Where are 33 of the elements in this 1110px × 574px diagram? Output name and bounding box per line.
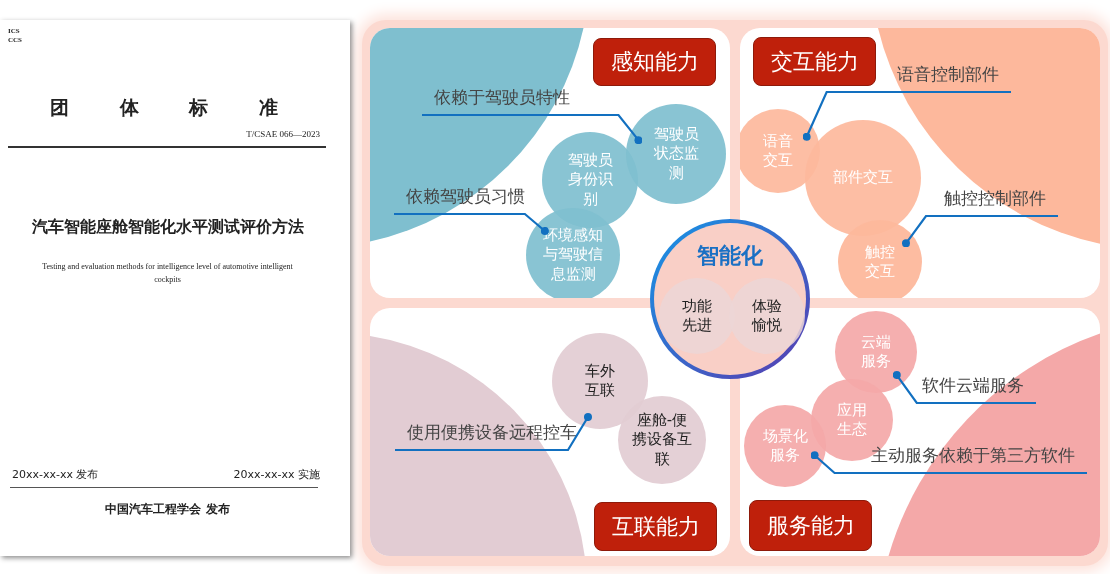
- title-text: 汽车智能座舱智能化水平测试评价方法: [30, 216, 305, 238]
- leader-line: [395, 413, 592, 452]
- callout-text: 触控控制部件: [944, 187, 1046, 210]
- category-label: 交互能力: [753, 37, 876, 86]
- feature-circle: 部件交互: [805, 120, 921, 236]
- category-label: 服务能力: [749, 500, 872, 551]
- leader-line: [810, 451, 1087, 475]
- feature-circle: 触控交互: [838, 220, 922, 298]
- capability-panel: [740, 28, 1100, 298]
- callout-text: 依赖驾驶员习惯: [406, 185, 525, 208]
- feature-circle: 语音交互: [740, 109, 820, 193]
- callout-text: 软件云端服务: [922, 374, 1024, 397]
- category-label: 感知能力: [593, 38, 716, 86]
- document-cover: [0, 20, 350, 556]
- callout-text: 主动服务依赖于第三方软件: [871, 444, 1075, 467]
- date-text: 20xx-xx-xx 发布: [12, 467, 100, 483]
- standard-number: T/CSAE 066—2023: [245, 128, 320, 141]
- heading-text: 团 体 标 准: [49, 95, 301, 120]
- leader-line: [902, 214, 1058, 248]
- publisher-text: 中国汽车工程学会 发布: [104, 501, 231, 518]
- feature-circle: 驾驶员状态监测: [626, 104, 726, 204]
- callout-text: 语音控制部件: [897, 63, 999, 86]
- feature-circle: 座舱-便携设备互联: [618, 396, 706, 484]
- leader-line: [802, 90, 1011, 141]
- leader-line: [892, 371, 1036, 405]
- leader-line: [422, 113, 643, 145]
- feature-circle: 场景化服务: [744, 405, 826, 487]
- date-text: 20xx-xx-xx 实施: [232, 467, 320, 483]
- leader-line: [394, 212, 549, 235]
- hub-title: 智能化: [696, 242, 764, 270]
- subtitle-text: Testing and evaluation methods for intelligence level of automotive intelligent cockpits: [41, 261, 294, 286]
- category-label: 互联能力: [594, 502, 717, 551]
- feature-circle: 云端服务: [835, 311, 917, 393]
